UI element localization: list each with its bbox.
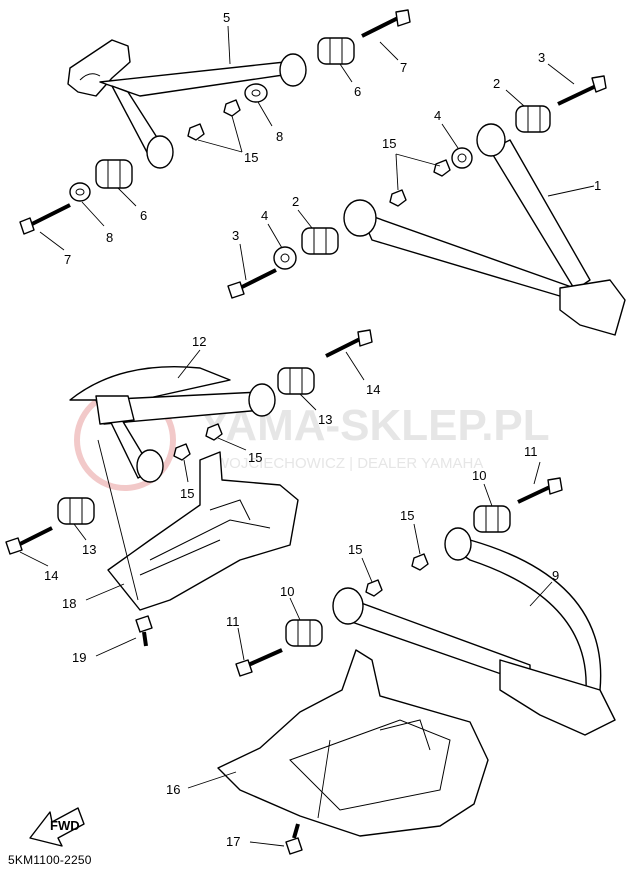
callout-2-top: 2 [493, 76, 500, 91]
fwd-arrow-icon: FWD [29, 807, 85, 847]
callouts: 5 7 6 8 15 6 8 7 3 2 4 15 1 2 4 3 [19, 10, 601, 849]
nut-15-right [389, 159, 451, 207]
callout-14-top: 14 [366, 382, 380, 397]
watermark-subtitle: WOJCIECHOWICZ | DEALER YAMAHA [215, 455, 483, 472]
bushing-13 [57, 367, 315, 525]
callout-16: 16 [166, 782, 180, 797]
callout-19: 19 [72, 650, 86, 665]
callout-6-left: 6 [140, 208, 147, 223]
guard-18 [97, 439, 299, 611]
bolt-7-left [19, 203, 71, 235]
callout-13-top: 13 [318, 412, 332, 427]
bushing-2-left [301, 227, 339, 255]
lower-arm-left [69, 365, 276, 483]
callout-18: 18 [62, 596, 76, 611]
nut-15-mid [173, 423, 223, 461]
bushing-2-right [515, 105, 551, 133]
bushing-10 [285, 505, 511, 647]
callout-11-left: 11 [226, 614, 240, 629]
callout-4-top: 4 [434, 108, 441, 123]
nut-15-low [365, 553, 429, 597]
watermark: YAMA-SKLEP.PL WOJCIECHOWICZ | DEALER YAM… [74, 389, 550, 491]
callout-9: 9 [552, 568, 559, 583]
nut-15-top [187, 99, 241, 141]
callout-15-e: 15 [400, 508, 414, 523]
callout-2-left: 2 [292, 194, 299, 209]
callout-1: 1 [594, 178, 601, 193]
callout-15-d: 15 [180, 486, 194, 501]
callout-15-f: 15 [348, 542, 362, 557]
callout-8-top: 8 [276, 129, 283, 144]
callout-3-top: 3 [538, 50, 545, 65]
callout-13-left: 13 [82, 542, 96, 557]
callout-7-top: 7 [400, 60, 407, 75]
bolt-11 [235, 477, 563, 677]
callout-10-left: 10 [280, 584, 294, 599]
callout-3-left: 3 [232, 228, 239, 243]
callout-15-c: 15 [248, 450, 262, 465]
bushing-6-top [317, 37, 355, 65]
diagram-code: 5KM1100-2250 [8, 853, 92, 867]
callout-10-right: 10 [472, 468, 486, 483]
callout-12: 12 [192, 334, 206, 349]
callout-17: 17 [226, 834, 240, 849]
bolt-7-top [361, 9, 411, 38]
callout-6-top: 6 [354, 84, 361, 99]
upper-arm-left [67, 39, 307, 169]
callout-15-b: 15 [382, 136, 396, 151]
lower-arm-right [332, 527, 616, 736]
callout-7-left: 7 [64, 252, 71, 267]
bolt-14 [5, 329, 373, 555]
callout-5: 5 [223, 10, 230, 25]
bushing-6-left [95, 159, 133, 189]
callout-11-right: 11 [524, 444, 538, 459]
callout-14-left: 14 [44, 568, 58, 583]
callout-4-left: 4 [261, 208, 268, 223]
bolt-3 [227, 75, 607, 299]
bolt-17 [285, 823, 303, 855]
fwd-label: FWD [50, 818, 80, 833]
bolt-19 [135, 615, 153, 647]
callout-15-a: 15 [244, 150, 258, 165]
guard-16 [217, 649, 489, 837]
washer-4 [273, 147, 473, 270]
washer-8-left [69, 182, 91, 202]
callout-8-left: 8 [106, 230, 113, 245]
washer-8-top [244, 83, 268, 103]
upper-arm-right [343, 123, 626, 336]
